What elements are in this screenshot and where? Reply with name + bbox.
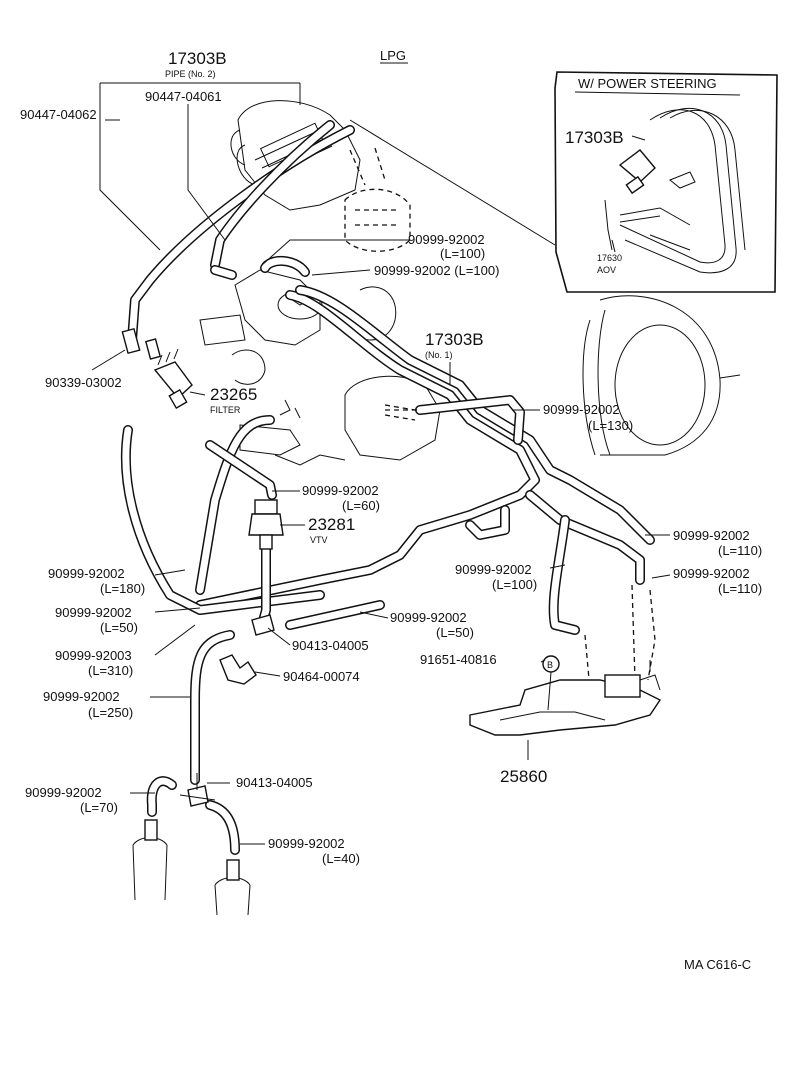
power-steering-inset [554,71,778,293]
hose-110a-label: 90999-92002 [673,528,750,543]
hose-100c-length: (L=100) [492,577,537,592]
metal-pipes [195,285,655,610]
filter-number: 23265 [210,385,257,404]
clamp-a-label: 90447-04061 [145,89,222,104]
inset-aov-number: 17630 [597,253,622,263]
hose-110b-length: (L=110) [718,581,762,596]
pipe2-number: 17303B [168,49,227,68]
pipe2-sub: PIPE (No. 2) [165,69,216,79]
diagram-code: MA C616-C [684,957,751,972]
joint-a-label: 90413-04005 [292,638,369,653]
leader-lines [91,82,671,845]
header-lpg: LPG [380,48,406,63]
inset-aov-label: AOV [597,265,616,275]
hose-70-label: 90999-92002 [25,785,102,800]
vtv-label: VTV [310,535,328,545]
hose-110a-length: (L=110) [718,543,762,558]
pipe1-number: 17303B [425,330,484,349]
hose-top2-label: 90999-92002 (L=100) [374,263,499,278]
hose-50b-length: (L=50) [436,625,474,640]
hose-top1-length: (L=100) [440,246,485,261]
clamp-b-label: 90447-04062 [20,107,97,122]
hose-100c-label: 90999-92002 [455,562,532,577]
joint-b-label: 90413-04005 [236,775,313,790]
hose-50b-label: 90999-92002 [390,610,467,625]
hose-250-label: 90999-92002 [43,689,120,704]
hose-110b-label: 90999-92002 [673,566,750,581]
hose-top1-label: 90999-92002 [408,232,485,247]
components [121,327,662,916]
bolt-label: 91651-40816 [420,652,497,667]
hose-180-label: 90999-92002 [48,566,125,581]
hose-40-length: (L=40) [322,851,360,866]
hose-50a-length: (L=50) [100,620,138,635]
bracket-label: 25860 [500,767,547,786]
hose-310-label: 90999-92003 [55,648,132,663]
vtv-number: 23281 [308,515,355,534]
hose-40-label: 90999-92002 [268,836,345,851]
part-90339-label: 90339-03002 [45,375,122,390]
hose-250-length: (L=250) [88,705,133,720]
clip-label: 90464-00074 [283,669,360,684]
hose-130-length: (L=130) [588,418,633,433]
hose-50a-label: 90999-92002 [55,605,132,620]
inset-pipe-label: 17303B [565,128,624,147]
hose-310-length: (L=310) [88,663,133,678]
pipe1-sub: (No. 1) [425,350,453,360]
engine-line-art [199,100,741,466]
inset-title: W/ POWER STEERING [578,76,717,91]
hose-180-length: (L=180) [100,581,145,596]
hose-60-length: (L=60) [342,498,380,513]
rubber-hoses [120,120,656,855]
hose-130-label: 90999-92002 [543,402,620,417]
filter-label: FILTER [210,405,241,415]
hose-60-label: 90999-92002 [302,483,379,498]
hose-70-length: (L=70) [80,800,118,815]
bolt-mark: B [547,660,553,670]
